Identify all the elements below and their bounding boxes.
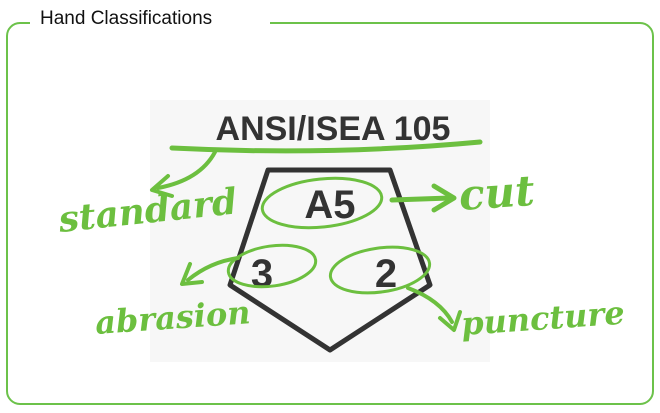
cut-label: cut bbox=[457, 166, 536, 220]
abrasion-rating: 3 bbox=[251, 252, 273, 296]
abrasion-circle bbox=[226, 243, 318, 289]
puncture-arrowhead bbox=[438, 310, 462, 332]
standard-arrow bbox=[156, 150, 217, 190]
standard-title: ANSI/ISEA 105 bbox=[216, 110, 451, 148]
puncture-arrow bbox=[406, 286, 454, 324]
puncture-rating: 2 bbox=[375, 252, 397, 296]
title-underline bbox=[169, 139, 483, 154]
puncture-circle bbox=[328, 245, 432, 295]
standard-arrowhead bbox=[150, 174, 174, 198]
cut-rating: A5 bbox=[304, 183, 355, 227]
cut-circle bbox=[260, 176, 384, 230]
cut-arrowhead bbox=[431, 183, 457, 213]
pentagon-shape bbox=[227, 167, 433, 353]
abrasion-arrow bbox=[186, 256, 240, 282]
classification-panel bbox=[6, 22, 654, 405]
abrasion-arrowhead bbox=[180, 262, 204, 286]
cut-arrow bbox=[389, 195, 453, 203]
panel-title: Hand Classifications bbox=[34, 8, 219, 30]
